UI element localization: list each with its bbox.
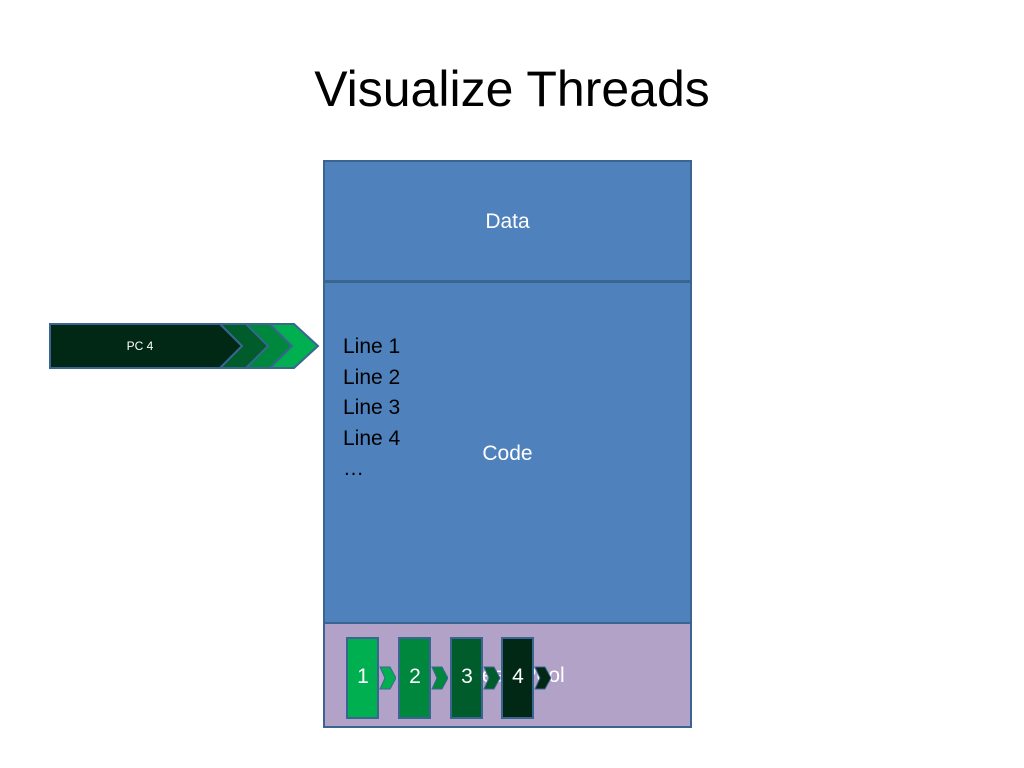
code-line: Line 2 (343, 365, 401, 389)
threads-row: 1 2 3 4 (346, 637, 556, 719)
thread-3: 3 (450, 637, 500, 719)
program-counter-arrow-icon (49, 323, 320, 369)
code-segment-label: Code (482, 442, 533, 465)
thread-4: 4 (501, 637, 551, 719)
code-line: Line 1 (343, 335, 401, 358)
data-segment-label: Data (485, 210, 530, 233)
code-lines-list: Line 1 Line 2 Line 3 Line 4 … (343, 332, 400, 485)
thread-1-shape-icon (346, 637, 396, 719)
thread-number: 4 (512, 665, 524, 688)
program-counter-label: PC 4 (126, 339, 154, 353)
thread-2: 2 (398, 637, 448, 719)
thread-3-shape-icon (450, 637, 500, 719)
thread-1: 1 (346, 637, 396, 719)
thread-number: 3 (461, 665, 473, 688)
code-line-ellipsis: … (343, 457, 364, 480)
slide-title: Visualize Threads (314, 61, 710, 117)
pc-body (49, 323, 244, 369)
thread-number: 1 (357, 665, 369, 688)
code-segment: Line 1 Line 2 Line 3 Line 4 … Code (323, 281, 692, 624)
thread-2-shape-icon (398, 637, 448, 719)
thread-number: 2 (409, 665, 421, 688)
code-line: Line 4 (343, 426, 401, 450)
code-line: Line 3 (343, 396, 401, 419)
data-segment: Data (323, 160, 692, 282)
thread-4-shape-icon (501, 637, 551, 719)
